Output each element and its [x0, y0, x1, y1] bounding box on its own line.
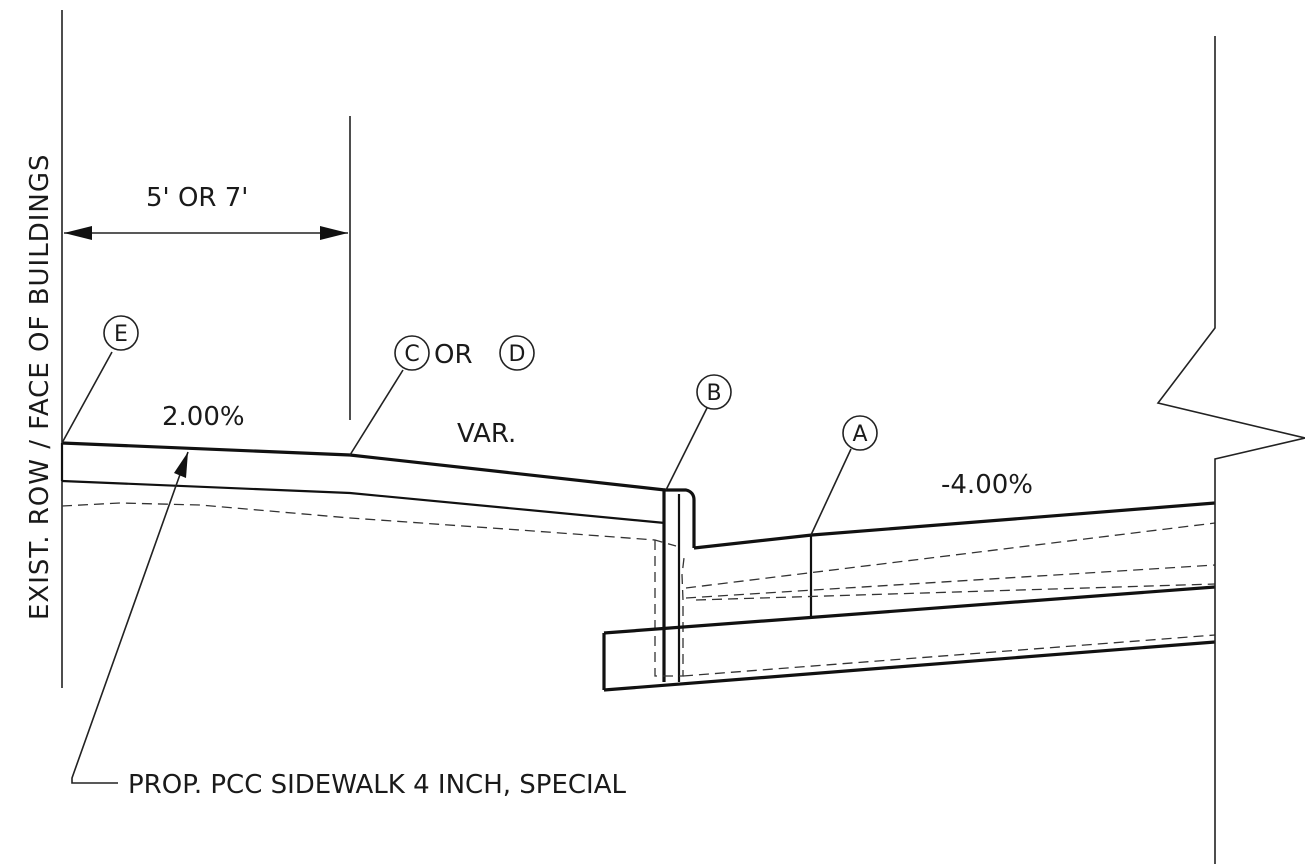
row-label: EXIST. ROW / FACE OF BUILDINGS	[25, 153, 55, 620]
pavement-dashed-3	[682, 634, 1216, 677]
pavement-top	[693, 501, 1216, 550]
sidewalk-note-label: PROP. PCC SIDEWALK 4 INCH, SPECIAL	[128, 770, 626, 800]
curb	[664, 488, 696, 548]
pavement-dashed-4	[695, 583, 1216, 601]
callout-e-circle	[103, 315, 139, 351]
callout-d-circle	[499, 335, 535, 371]
callout-a-leader	[810, 448, 852, 536]
pavement-slope-label: -4.00%	[941, 470, 1033, 500]
callout-b-leader	[665, 407, 708, 491]
dimension-label: 5' OR 7'	[146, 183, 248, 213]
callout-d-letter: D	[509, 342, 526, 367]
callout-c-leader	[349, 369, 404, 456]
sidewalk-top	[61, 441, 666, 492]
callout-b-letter: B	[706, 381, 721, 406]
var-label: VAR.	[457, 419, 516, 449]
pavement-bottom	[603, 585, 1216, 635]
existing-ground-line	[61, 502, 677, 547]
base-bottom	[603, 640, 1216, 692]
callout-e-leader	[61, 351, 113, 444]
sidewalk-note-arrow	[174, 452, 188, 478]
sidewalk-bottom	[61, 479, 666, 525]
callout-or-label: OR	[434, 340, 473, 370]
sidewalk-note-leader	[71, 451, 189, 784]
curb-dashed-outline	[654, 540, 685, 677]
pavement-dashed-2	[685, 564, 1216, 599]
dimension-arrow-left	[64, 226, 92, 240]
callout-c-letter: C	[404, 342, 419, 367]
callout-c-circle	[394, 335, 430, 371]
callout-a-letter: A	[852, 422, 867, 447]
dimension-arrow-right	[320, 226, 348, 240]
callout-e-letter: E	[114, 322, 128, 347]
pavement-dashed-1	[685, 522, 1216, 589]
sidewalk-slope-label: 2.00%	[162, 402, 245, 432]
break-line	[1156, 36, 1305, 864]
callout-b-circle	[696, 374, 732, 410]
callout-a-circle	[842, 415, 878, 451]
